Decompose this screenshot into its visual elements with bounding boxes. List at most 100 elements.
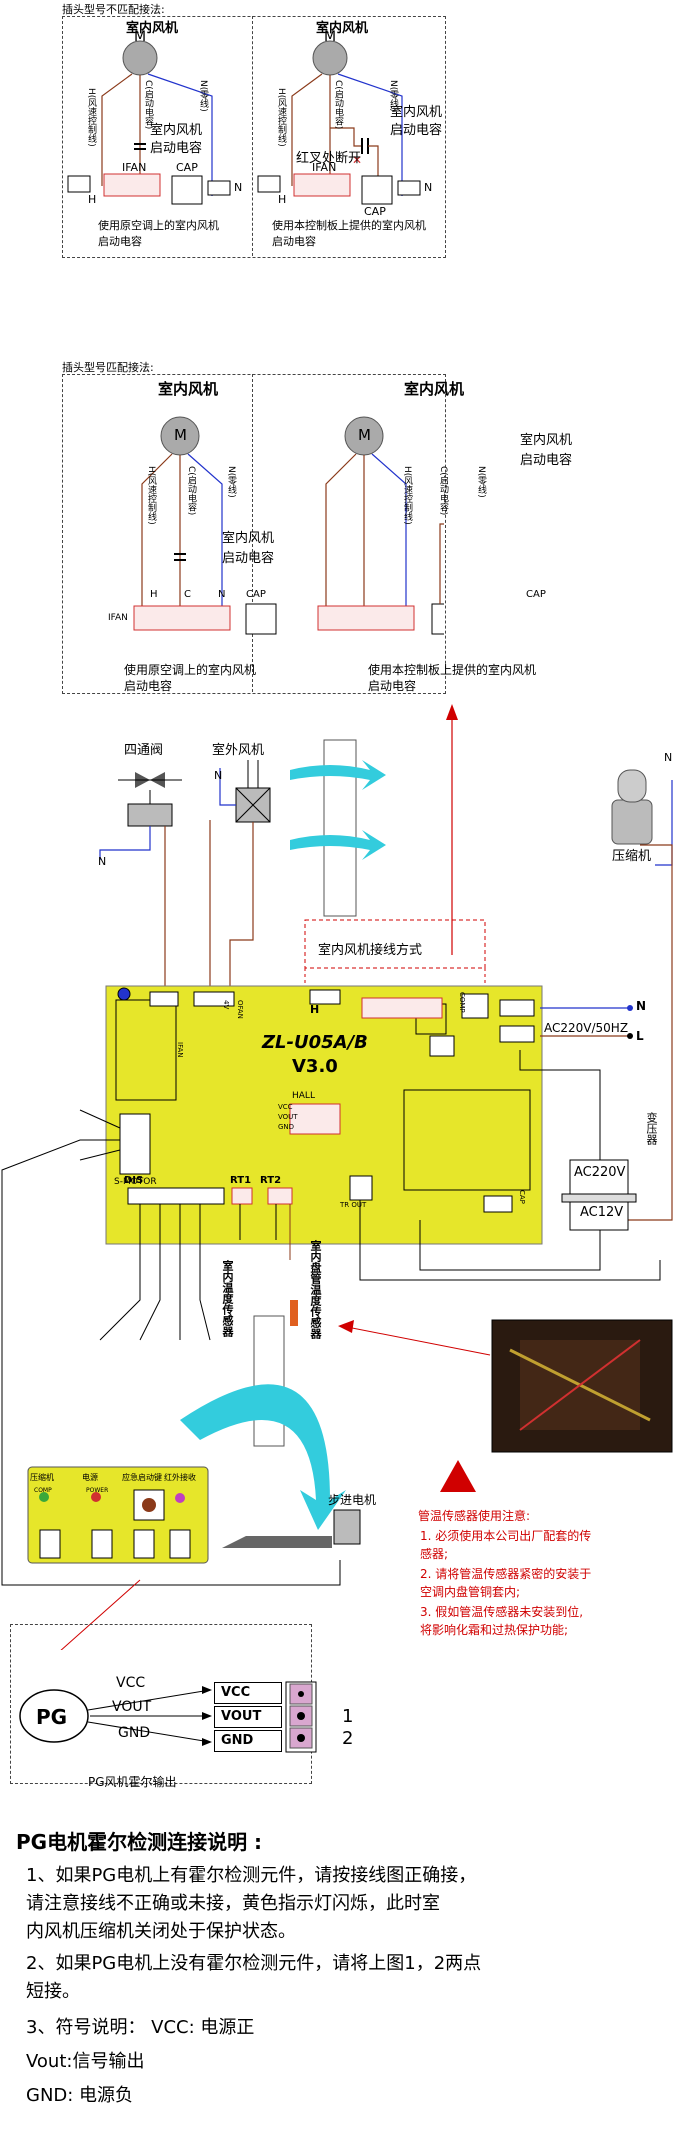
pins-cap: CAP (518, 1190, 526, 1204)
fan-label: 室内风机 (404, 380, 465, 398)
wire-c-label: C(启动电容) (438, 466, 448, 516)
ac-input-label: AC220V/50HZ (544, 1021, 629, 1035)
cap-label: CAP (246, 589, 266, 600)
fan-label: 室内风机 (158, 380, 219, 398)
instruction-line: 1、如果PG电机上有霍尔检测元件，请按接线图正确接， (26, 1865, 477, 1886)
caption-original-2: 启动电容 (98, 235, 142, 248)
compressor-label: 压缩机 (612, 849, 652, 864)
fan-symbol: M (134, 29, 147, 45)
n-label: N (664, 751, 673, 764)
dis-label: DIS (124, 1175, 144, 1186)
ac220-label: AC220V (574, 1165, 626, 1180)
caption-original-1: 使用原空调上的室内风机 (98, 219, 219, 232)
mismatch-wiring: ✕ (67, 40, 421, 205)
pg-row-vout: VOUT (214, 1706, 282, 1728)
instruction-line: 2、如果PG电机上没有霍尔检测元件，请将上图1，2两点 (26, 1953, 482, 1974)
cap-label: CAP (526, 589, 546, 600)
tr-out-label: TR OUT (340, 1201, 367, 1209)
instruction-line: 内风机压缩机关闭处于保护状态。 (26, 1921, 296, 1942)
cap-label-1: 室内风机 (222, 531, 275, 546)
hall-pin-vcc: VCC (278, 1103, 293, 1111)
pg-row-vcc: VCC (214, 1682, 282, 1704)
mismatch-title: 插头型号不匹配接法: (62, 3, 165, 16)
h-label: H (310, 1003, 320, 1016)
rt1-label: RT1 (230, 1175, 252, 1186)
ifan-label: IFAN (122, 161, 147, 174)
pg-wire-vcc: VCC (116, 1675, 146, 1691)
cap-label-1: 室内风机 (390, 105, 443, 120)
caption-board-1: 使用本控制板上提供的室内风机 (272, 219, 426, 232)
l-terminal: L (636, 1029, 644, 1043)
instruction-line: GND: 电源负 (26, 2085, 134, 2106)
instruction-line: Vout:信号输出 (26, 2051, 145, 2072)
fan-label: 室内风机 (126, 21, 179, 36)
cap-label-2: 启动电容 (520, 453, 573, 468)
coil-temp-sensor-label: 室内盘管温度传感器 (309, 1240, 322, 1339)
match-title: 插头型号匹配接法: (62, 361, 154, 374)
mismatch-divider (252, 16, 253, 256)
n-label: N (234, 181, 243, 194)
n-terminal: N (636, 999, 647, 1013)
wire-n-label: N(零线) (388, 80, 398, 112)
mismatch-panel (62, 16, 446, 258)
wire-n-label: N(零线) (198, 80, 208, 112)
wire-h-label: H(风速控制线) (276, 88, 286, 147)
pins-ofan: OFAN (236, 1000, 244, 1019)
warning-line: 3. 假如管温传感器未安装到位, (420, 1605, 584, 1619)
ifan-label: IFAN (312, 161, 337, 174)
pg-caption: PG风机霍尔输出 (88, 1775, 177, 1789)
pins-comp: COMP (458, 992, 466, 1013)
cap-label: CAP (176, 161, 198, 174)
warning-line: 空调内盘管铜套内; (420, 1585, 521, 1599)
outdoor-fan-label: 室外风机 (212, 743, 265, 758)
pins-4v: 4V (222, 1000, 230, 1010)
instruction-line: 请注意接线不正确或未接，黄色指示灯闪烁，此时室 (26, 1893, 440, 1914)
wiring-method-label: 室内风机接线方式 (318, 943, 423, 958)
svg-text:✕: ✕ (352, 153, 362, 167)
pins-ifan: IFAN (176, 1042, 184, 1058)
cap-label-1: 室内风机 (150, 123, 203, 138)
cap-label-2: 启动电容 (390, 123, 443, 138)
cut-label: 红叉处断开 (296, 151, 362, 166)
cap-label-2: 启动电容 (222, 551, 275, 566)
instruction-line: 短接。 (26, 1981, 80, 2002)
display-small-comp: COMP (34, 1487, 52, 1494)
h-label: H (88, 193, 97, 206)
match-panel (62, 374, 446, 694)
rt2-label: RT2 (260, 1175, 282, 1186)
pg-num-2: 2 (342, 1728, 354, 1749)
wire-h-label: H(风速控制线) (402, 466, 412, 525)
instructions-title: PG电机霍尔检测连接说明 : (16, 1830, 263, 1854)
transformer-label: 变压器 (645, 1112, 658, 1145)
cap-label-2: 启动电容 (150, 141, 203, 156)
board-wiring (1, 704, 673, 1650)
n-label: N (98, 855, 107, 868)
pg-wire-gnd: GND (118, 1725, 151, 1741)
caption-original-1: 使用原空调上的室内风机 (124, 663, 257, 677)
fan-symbol: M (324, 29, 337, 45)
display-small-power: POWER (86, 1487, 109, 1494)
model-label: ZL-U05A/B (262, 1032, 368, 1053)
ifan-label: IFAN (108, 613, 128, 623)
pg-wiring (19, 1681, 317, 1753)
wire-c-label: C(启动电容) (333, 80, 343, 130)
four-way-valve-label: 四通阀 (124, 743, 164, 758)
match-wiring (133, 416, 444, 635)
pg-wire-vout: VOUT (112, 1699, 152, 1715)
cap-label-1: 室内风机 (520, 433, 573, 448)
hall-pin-vout: VOUT (278, 1113, 298, 1121)
warning-line: 2. 请将管温传感器紧密的安装于 (420, 1567, 592, 1581)
caption-original-2: 启动电容 (124, 679, 173, 693)
h-label: H (150, 589, 158, 600)
wire-c-label: C(启动电容) (143, 80, 153, 130)
version-label: V3.0 (292, 1056, 338, 1077)
pg-label: PG (36, 1705, 68, 1729)
warning-line: 将影响化霜和过热保护功能; (420, 1623, 569, 1637)
wire-n-label: N(零线) (476, 466, 486, 498)
n-label: N (214, 769, 223, 782)
h-label: H (278, 193, 287, 206)
indoor-temp-sensor-label: 室内温度传感器 (221, 1260, 234, 1337)
caption-board-1: 使用本控制板上提供的室内风机 (368, 663, 537, 677)
hall-pin-gnd: GND (278, 1123, 295, 1131)
display-label-emergency: 应急启动键 (122, 1473, 162, 1482)
